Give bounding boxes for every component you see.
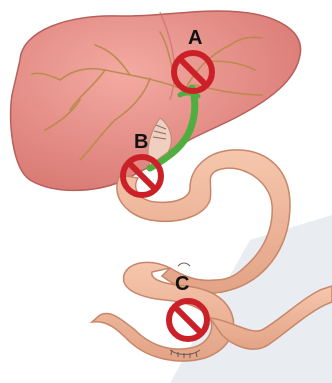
- marker-b-label: B: [134, 131, 148, 153]
- marker-a-label: A: [188, 27, 202, 49]
- marker-c-label: C: [175, 273, 189, 295]
- no-symbol-icon: [169, 301, 207, 339]
